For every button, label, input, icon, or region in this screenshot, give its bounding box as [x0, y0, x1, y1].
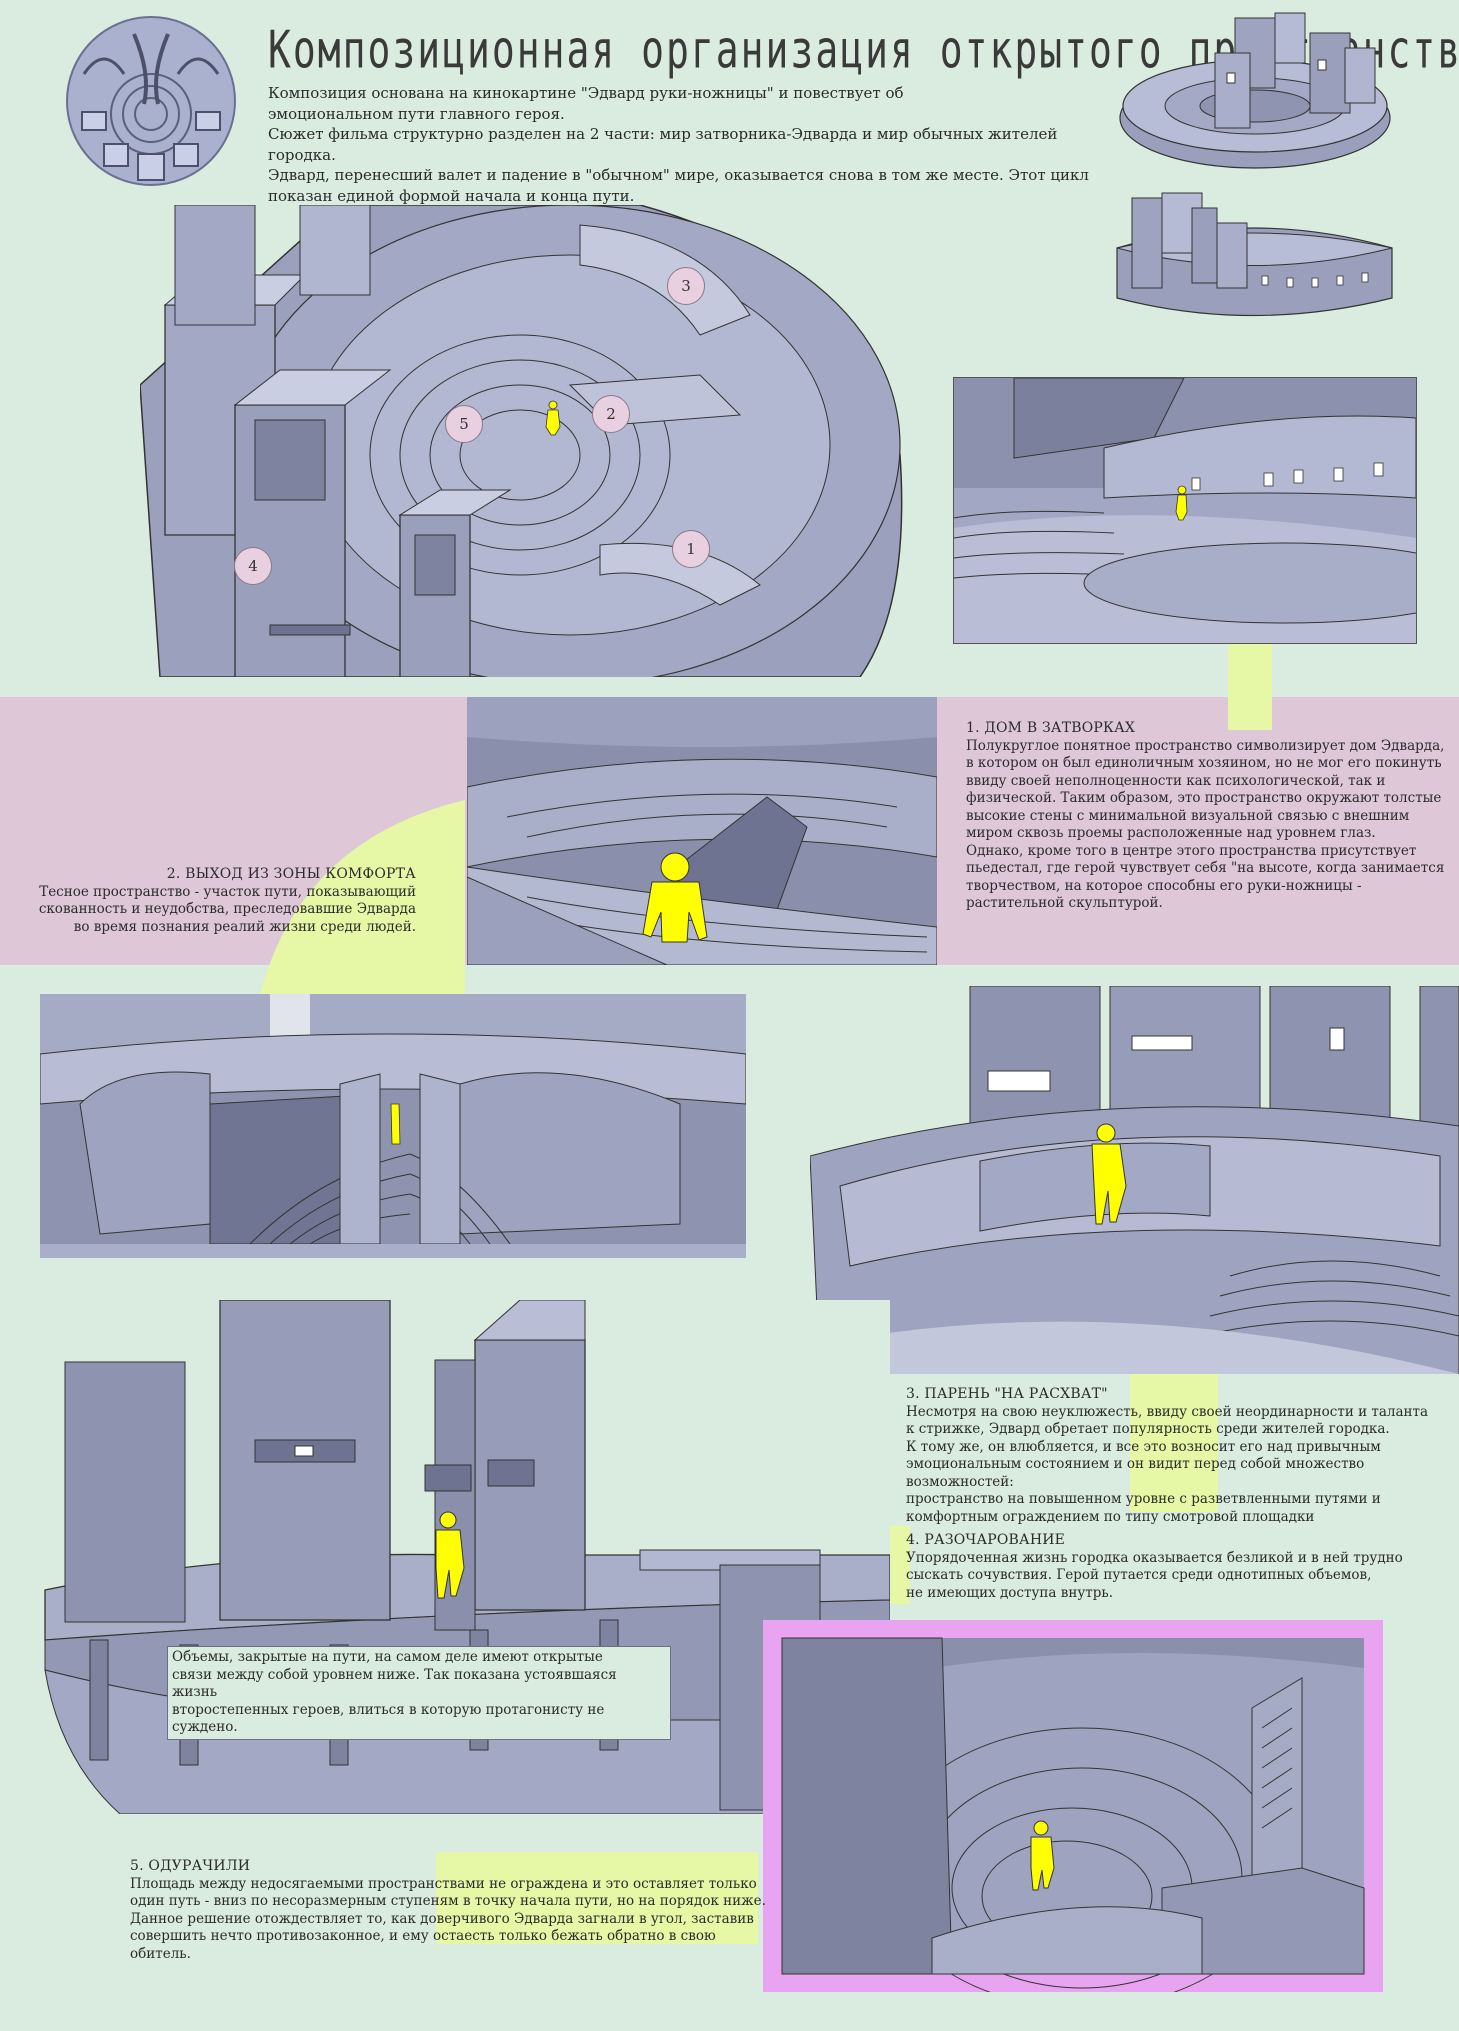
intro-line: Эдвард, перенесший валет и падение в "об…: [268, 166, 1089, 184]
section-4-line: не имеющих доступа внутрь.: [906, 1584, 1114, 1601]
marker-3: 3: [667, 267, 705, 305]
figure-yellow: [1091, 1123, 1127, 1225]
render-descent-pit: [763, 1620, 1383, 1992]
emblem-logo: [66, 16, 236, 186]
render-observation-platform: [810, 986, 1459, 1374]
intro-line: показан единой формой начала и конца пут…: [268, 186, 635, 205]
section-3-line: К тому же, он влюбляется, и все это возн…: [906, 1438, 1381, 1455]
marker-1: 1: [672, 530, 710, 568]
section-3-heading: 3. ПАРЕНЬ "НА РАСХВАТ": [906, 1386, 1108, 1402]
section-5-line: один путь - вниз по несоразмерным ступен…: [130, 1893, 766, 1909]
section-3-text: 3. ПАРЕНЬ "НА РАСХВАТ" Несмотря на свою …: [906, 1386, 1459, 1526]
section-3-line: пространство на повышенном уровне с разв…: [906, 1491, 1381, 1507]
section-3-line: комфортным ограждением по типу смотровой…: [906, 1508, 1315, 1525]
section-1-line: ввиду своей неполноценности как психолог…: [966, 772, 1386, 789]
section-2-text: 2. ВЫХОД ИЗ ЗОНЫ КОМФОРТА Тесное простра…: [20, 866, 416, 936]
note-box: Объемы, закрытые на пути, на самом деле …: [167, 1646, 671, 1740]
figure-yellow: [1030, 1820, 1055, 1891]
section-3-line: эмоциональным состоянием и он видит пере…: [906, 1456, 1365, 1490]
section-2-line: во время познания реалий жизни среди люд…: [73, 918, 416, 935]
marker-5: 5: [445, 405, 483, 443]
section-4-text: 4. РАЗОЧАРОВАНИЕ Упорядоченная жизнь гор…: [906, 1532, 1406, 1602]
section-2-line: скованность и неудобства, преследовавшие…: [38, 901, 416, 917]
yellow-connector-top: [1228, 640, 1272, 730]
yellow-connector-s3: [1130, 1372, 1218, 1512]
marker-2: 2: [592, 395, 630, 433]
render-stairs-hall: [40, 994, 746, 1258]
section-2-heading: 2. ВЫХОД ИЗ ЗОНЫ КОМФОРТА: [166, 866, 416, 882]
section-5-heading: 5. ОДУРАЧИЛИ: [130, 1858, 251, 1874]
intro-line: Композиция основана на кинокартине "Эдва…: [268, 84, 904, 102]
section-5-text: 5. ОДУРАЧИЛИ Площадь между недосягаемыми…: [130, 1858, 770, 1963]
section-3-line: Несмотря на свою неуклюжесть, ввиду свое…: [906, 1403, 1429, 1420]
section-1-line: физической. Таким образом, это пространс…: [966, 790, 1442, 806]
intro-line: Сюжет фильма структурно разделен на 2 ча…: [268, 125, 1058, 164]
section-2-line: Тесное пространство - участок пути, пока…: [39, 883, 416, 900]
yellow-arc-accent: [260, 800, 465, 1000]
figure-yellow: [642, 852, 708, 943]
intro-line: эмоциональном пути главного героя.: [268, 104, 565, 123]
section-1-line: высокие стены с минимальной визуальной с…: [966, 807, 1410, 824]
section-4-line: сыскать сочувствия. Герой путается среди…: [906, 1567, 1372, 1583]
section-1-line: миром сквозь проемы расположенные над ур…: [966, 825, 1376, 841]
section-3-line: к стрижке, Эдвард обретает популярность …: [906, 1421, 1390, 1437]
section-1-line: пьедестал, где герой чувствует себя "на …: [966, 860, 1445, 876]
render-home-room: [953, 377, 1417, 644]
section-1-line: в котором он был единоличным хозяином, н…: [966, 755, 1442, 771]
section-1-text: 1. ДОМ В ЗАТВОРКАХ Полукруглое понятное …: [966, 720, 1446, 913]
main-model-render: 3 2 5 1 4: [140, 205, 910, 677]
note-line: второстепенных героев, влиться в которую…: [172, 1701, 605, 1736]
section-5-line: Данное решение отождествляет то, как дов…: [130, 1910, 754, 1927]
note-line: Объемы, закрытые на пути, на самом деле …: [172, 1649, 603, 1665]
model-thumbnail-2: [1116, 192, 1393, 317]
figure-yellow: [435, 1511, 465, 1599]
section-5-line: Площадь между недосягаемыми пространства…: [130, 1875, 757, 1892]
figure-yellow: [545, 400, 561, 436]
note-line: связи между собой уровнем ниже. Так пока…: [172, 1666, 617, 1701]
marker-4: 4: [234, 547, 272, 585]
section-5-line: совершить нечто противозаконное, и ему о…: [130, 1928, 716, 1962]
section-4-heading: 4. РАЗОЧАРОВАНИЕ: [906, 1532, 1066, 1548]
yellow-connector-s5: [436, 1852, 758, 1944]
figure-yellow: [390, 1103, 401, 1145]
render-narrow-passage: [467, 697, 937, 965]
figure-yellow: [1175, 485, 1188, 521]
section-1-line: творчеством, на которое способны его рук…: [966, 877, 1362, 894]
section-1-heading: 1. ДОМ В ЗАТВОРКАХ: [966, 720, 1136, 736]
section-1-line: Полукруглое понятное пространство символ…: [966, 737, 1445, 754]
section-1-line: Однако, кроме того в центре этого простр…: [966, 842, 1417, 859]
model-thumbnail-1: [1119, 12, 1391, 169]
intro-text: Композиция основана на кинокартине "Эдва…: [268, 83, 1128, 206]
section-4-line: Упорядоченная жизнь городка оказывается …: [906, 1549, 1403, 1566]
section-1-line: растительной скульптурой.: [966, 895, 1163, 911]
